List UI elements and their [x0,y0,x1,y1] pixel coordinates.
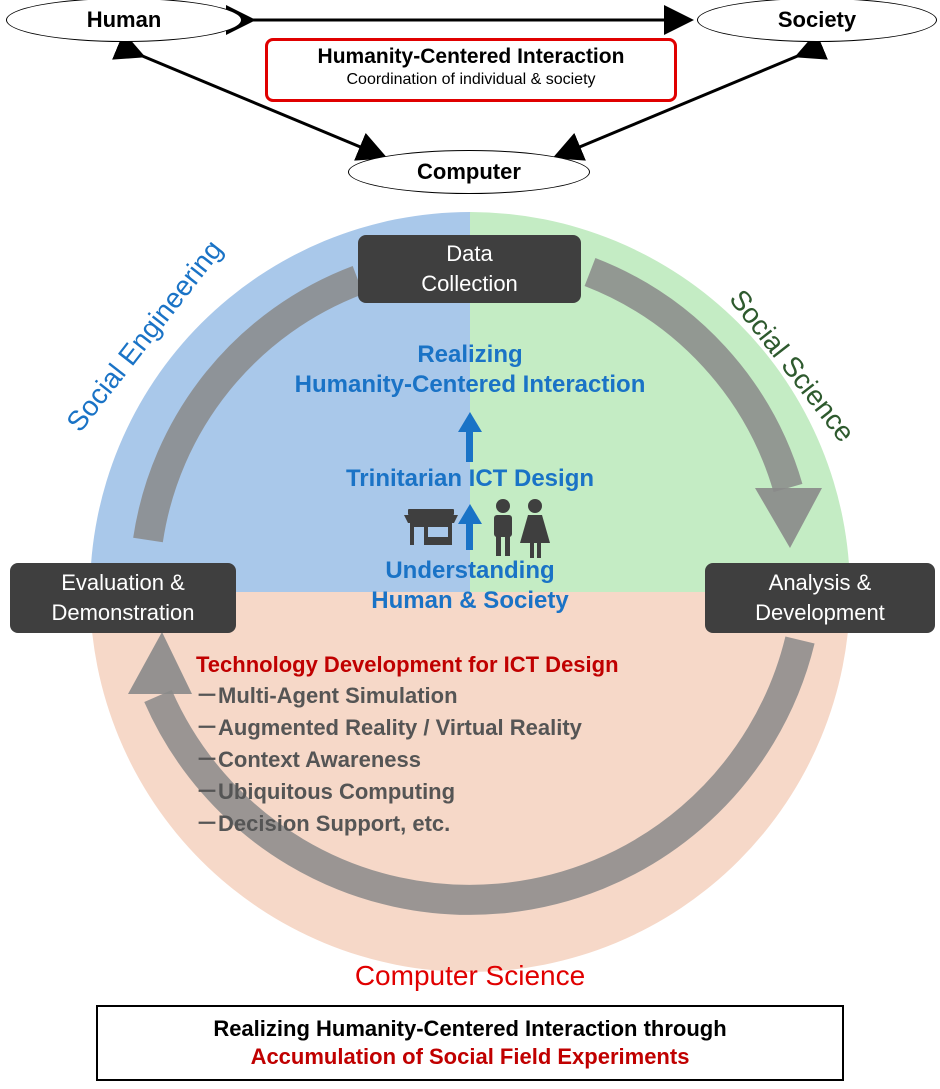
analysis-box: Analysis & Development [705,563,935,633]
arrow-human-computer [112,31,388,161]
human-node: Human [6,0,242,42]
hci-box: Humanity-Centered Interaction Coordinati… [265,38,677,102]
footer-box: Realizing Humanity-Centered Interaction … [96,1005,844,1081]
tech-item: －Context Awareness [196,747,421,772]
tech-item: －Decision Support, etc. [196,811,451,836]
evaluation-line2: Demonstration [51,600,195,625]
data-collection-line1: Data [446,241,493,266]
hci-subtitle: Coordination of individual & society [346,71,596,88]
evaluation-line1: Evaluation & [61,570,185,595]
analysis-line2: Development [755,600,885,625]
footer-line1: Realizing Humanity-Centered Interaction … [213,1016,727,1041]
arrow-society-computer [552,31,828,161]
computer-label: Computer [417,159,521,184]
trinitarian-text: Trinitarian ICT Design [345,465,595,492]
computer-science-label: Computer Science [354,960,586,991]
tech-item: －Augmented Reality / Virtual Reality [196,715,582,740]
cycle-arrow-bottom [144,636,815,915]
society-label: Society [777,7,857,32]
analysis-line1: Analysis & [768,570,872,595]
data-collection-line2: Collection [421,271,518,296]
hci-title: Humanity-Centered Interaction [317,45,625,68]
cycle-arrow-left [133,265,364,543]
arrow-up-icon [466,428,473,462]
data-collection-box: Data Collection [358,235,581,303]
evaluation-box: Evaluation & Demonstration [10,563,236,633]
understanding-text: Understanding Human & Society [220,556,720,616]
cycle-arrowhead-right [755,488,822,548]
tech-item: －Ubiquitous Computing [196,779,456,804]
footer-line2: Accumulation of Social Field Experiments [250,1044,690,1069]
shop-icon [404,509,458,545]
tech-block: Technology Development for ICT Design －M… [196,650,796,840]
cycle-arrowhead-bottom [128,632,192,694]
realizing-text: Realizing Humanity-Centered Interaction [220,340,720,400]
cycle-arrow-right [584,258,803,493]
understanding-line1: Understanding [385,557,555,584]
people-icon [494,499,550,558]
society-node: Society [697,0,937,42]
computer-node: Computer [348,150,590,194]
realizing-line2: Humanity-Centered Interaction [294,371,646,398]
human-label: Human [86,7,162,32]
realizing-line1: Realizing [417,341,523,368]
tech-item: －Multi-Agent Simulation [196,683,458,708]
understanding-line2: Human & Society [371,587,569,614]
tech-title: Technology Development for ICT Design [196,652,619,677]
